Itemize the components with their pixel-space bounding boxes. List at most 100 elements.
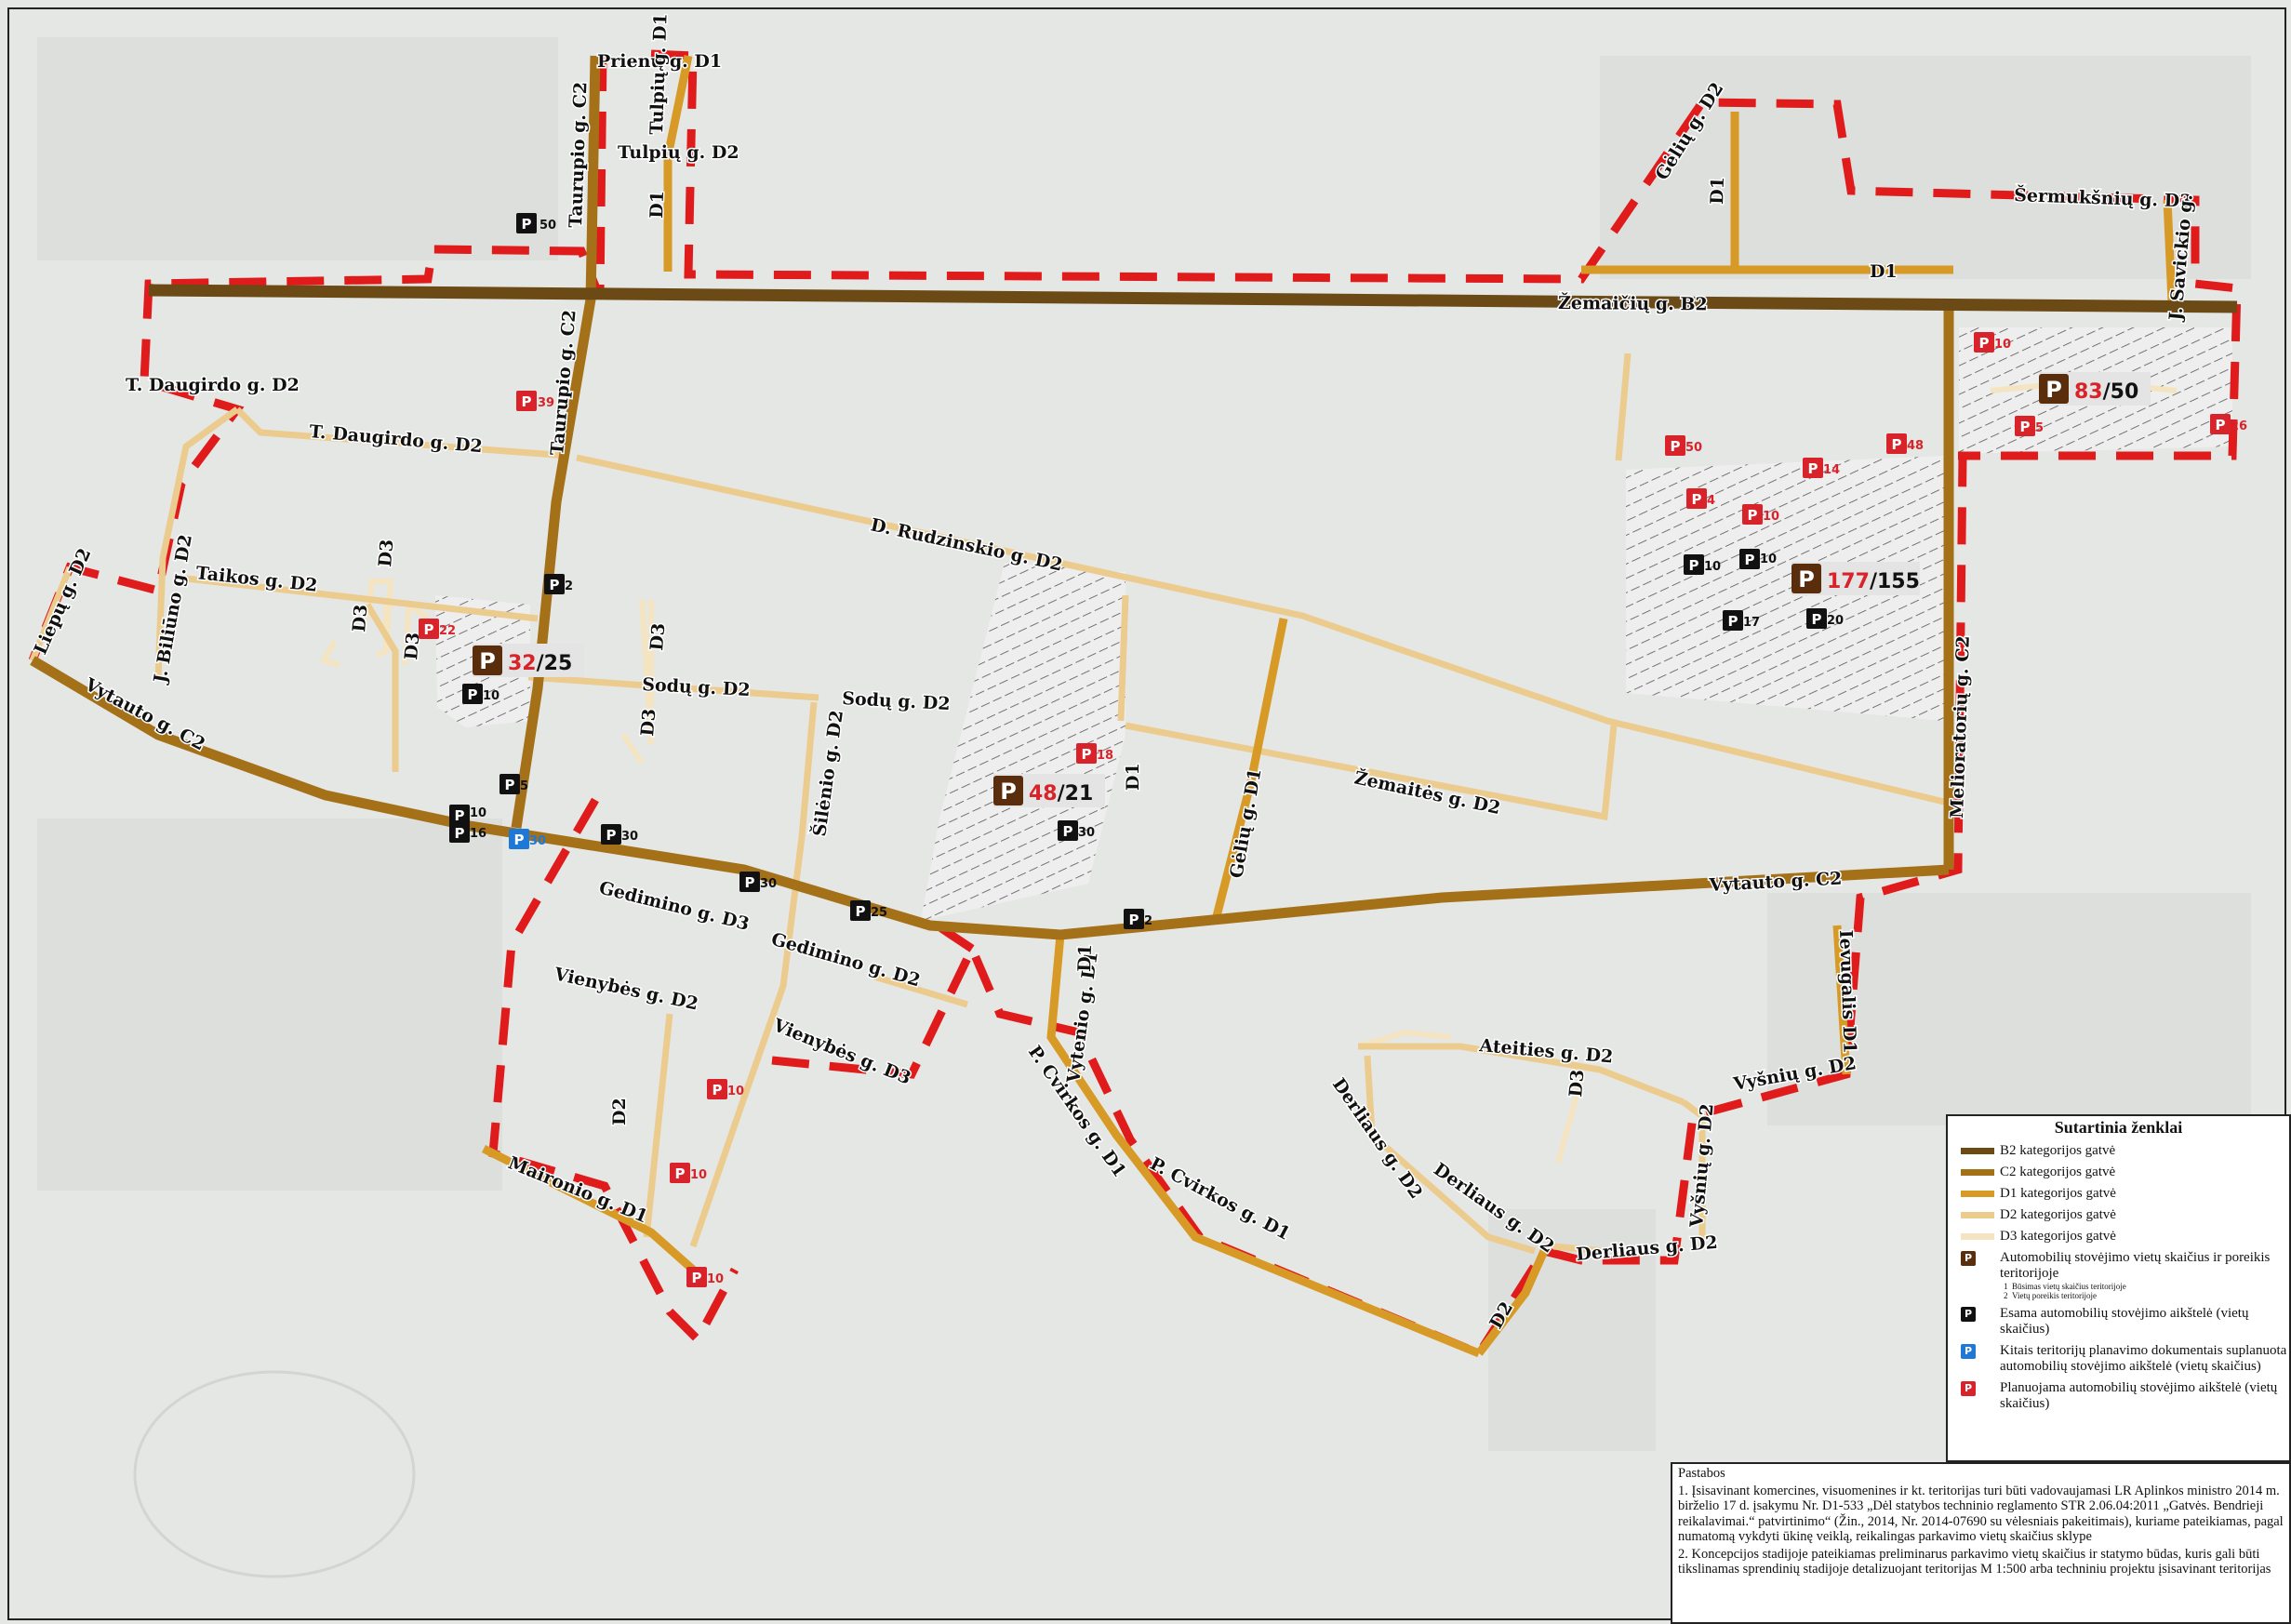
svg-text:P: P bbox=[1082, 746, 1092, 763]
map-legend: Sutartinia ženklai B2 kategorijos gatvė … bbox=[1946, 1114, 2291, 1462]
svg-text:10: 10 bbox=[727, 1085, 744, 1098]
parking-marker: P 30 bbox=[739, 872, 777, 892]
legend-swatch bbox=[1961, 1148, 1994, 1154]
svg-text:P: P bbox=[522, 216, 532, 233]
svg-text:10: 10 bbox=[690, 1168, 707, 1182]
svg-text:P: P bbox=[606, 827, 617, 844]
svg-text:P: P bbox=[1745, 552, 1755, 568]
svg-text:P: P bbox=[2216, 417, 2226, 433]
svg-text:P: P bbox=[856, 903, 866, 920]
svg-text:32/25: 32/25 bbox=[508, 652, 572, 675]
svg-text:P: P bbox=[424, 621, 434, 638]
parking-marker: P 10 bbox=[449, 805, 486, 825]
svg-text:17: 17 bbox=[1743, 616, 1760, 630]
street-label: D3 bbox=[637, 708, 660, 738]
svg-text:10: 10 bbox=[707, 1272, 724, 1286]
demand-label: P 48/21 bbox=[993, 774, 1105, 807]
svg-text:20: 20 bbox=[1827, 614, 1844, 628]
svg-text:10: 10 bbox=[1760, 552, 1777, 566]
svg-text:10: 10 bbox=[1994, 338, 2011, 352]
street-label: Žemaičių g. B2 bbox=[1558, 292, 1708, 314]
legend-item-demand: P Automobilių stovėjimo vietų skaičius i… bbox=[1961, 1250, 2289, 1300]
svg-text:16: 16 bbox=[470, 827, 486, 841]
demand-label: P 32/25 bbox=[473, 644, 584, 677]
svg-text:P: P bbox=[1892, 436, 1902, 453]
svg-text:26: 26 bbox=[2231, 419, 2247, 433]
legend-item-b2: B2 kategorijos gatvė bbox=[1961, 1143, 2289, 1159]
demand-label: P 83/50 bbox=[2039, 372, 2151, 406]
street-label: D3 bbox=[375, 539, 398, 568]
notes-title: Pastabos bbox=[1678, 1466, 1725, 1481]
svg-text:P: P bbox=[455, 807, 465, 824]
svg-text:P: P bbox=[1129, 912, 1139, 928]
svg-text:48: 48 bbox=[1907, 439, 1924, 453]
street-label: D3 bbox=[349, 604, 372, 633]
svg-text:30: 30 bbox=[529, 834, 546, 848]
parking-marker: P 30 bbox=[601, 824, 638, 845]
svg-text:P: P bbox=[1808, 460, 1818, 477]
svg-text:2: 2 bbox=[1144, 914, 1152, 928]
legend-title: Sutartinia ženklai bbox=[2054, 1118, 2183, 1137]
svg-text:P: P bbox=[2045, 377, 2062, 403]
note-2: 2. Koncepcijos stadijoje pateikiamas pre… bbox=[1678, 1546, 2271, 1577]
svg-text:P: P bbox=[468, 686, 478, 703]
svg-text:P: P bbox=[692, 1270, 702, 1286]
svg-text:39: 39 bbox=[538, 396, 554, 410]
svg-text:P: P bbox=[505, 777, 515, 793]
street-label: D3 bbox=[646, 622, 670, 652]
street-label: D1 bbox=[1074, 944, 1096, 972]
parking-marker: P 10 bbox=[686, 1267, 724, 1287]
street-label: T. Daugirdo g. D2 bbox=[126, 375, 300, 395]
street-label: Tulpių g. D1 bbox=[646, 13, 672, 135]
svg-text:P: P bbox=[455, 825, 465, 842]
legend-swatch bbox=[1961, 1212, 1994, 1218]
map-notes: Pastabos 1. Įsisavinant komercines, visu… bbox=[1671, 1462, 2291, 1624]
svg-text:30: 30 bbox=[760, 877, 777, 891]
svg-text:10: 10 bbox=[470, 806, 486, 820]
svg-text:50: 50 bbox=[539, 219, 556, 233]
streets-c2 bbox=[30, 55, 1954, 940]
legend-swatch bbox=[1961, 1233, 1994, 1240]
legend-item-d2: D2 kategorijos gatvė bbox=[1961, 1207, 2289, 1223]
parking-marker: P 10 bbox=[1739, 549, 1777, 569]
parking-marker: P 26 bbox=[2210, 414, 2247, 434]
street-label: D1 bbox=[1123, 763, 1143, 791]
note-1: 1. Įsisavinant komercines, visuomenines … bbox=[1678, 1483, 2284, 1545]
background-texture bbox=[37, 37, 2251, 1451]
street-label: D1 bbox=[1707, 177, 1728, 205]
svg-text:P: P bbox=[1689, 557, 1699, 574]
svg-text:P: P bbox=[522, 393, 532, 410]
svg-text:30: 30 bbox=[621, 830, 638, 844]
demand-parking-icon: P bbox=[1961, 1250, 1976, 1266]
legend-item-c2: C2 kategorijos gatvė bbox=[1961, 1165, 2289, 1180]
svg-text:P: P bbox=[1812, 611, 1822, 628]
svg-text:83/50: 83/50 bbox=[2074, 380, 2138, 404]
svg-text:30: 30 bbox=[1078, 826, 1095, 840]
svg-text:P: P bbox=[514, 832, 525, 848]
legend-item-planned: P Planuojama automobilių stovėjimo aikšt… bbox=[1961, 1380, 2289, 1412]
svg-text:P: P bbox=[745, 874, 755, 891]
svg-text:5: 5 bbox=[520, 779, 528, 793]
stadium-area bbox=[133, 1370, 416, 1578]
svg-text:P: P bbox=[1748, 507, 1758, 524]
svg-text:P: P bbox=[479, 648, 496, 674]
parking-marker: P 20 bbox=[1806, 608, 1844, 629]
street-label: Tulpių g. D2 bbox=[618, 142, 739, 163]
project-boundary bbox=[28, 49, 2242, 1359]
svg-text:5: 5 bbox=[2035, 421, 2044, 435]
